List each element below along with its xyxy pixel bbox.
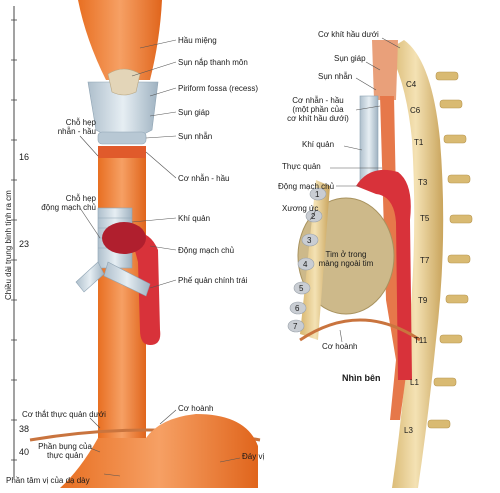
vertebra-label: T9 [418,296,428,305]
left-main-bronchus [103,261,151,297]
label-co-hoanh-front: Cơ hoành [178,404,214,413]
epiglottis [107,68,141,96]
label-co-nhan-hau: Cơ nhẫn - hầu [178,174,230,183]
label-side-dong-mach-chu: Động mạch chủ [278,182,335,191]
rib-cartilages [287,187,327,333]
label-sun-nap-thanh-mon: Sụn nắp thanh môn [178,58,248,67]
label-day-vi: Đáy vị [242,452,265,461]
label-side-co-hoanh: Cơ hoành [322,342,358,351]
vertebra-label: C6 [410,106,421,115]
label-phe-quan-chinh-trai: Phế quản chính trái [178,276,248,285]
label-co-that-thuc-quan-duoi: Cơ thắt thực quản dưới [22,410,106,419]
label-dong-mach-chu: Động mạch chủ [178,246,235,255]
label-side-thuc-quan: Thực quản [282,162,321,171]
cricopharyngeus [98,146,146,158]
ruler-tick-40: 40 [19,447,30,457]
rib-number: 2 [311,212,316,221]
stomach [60,414,258,488]
side-view-title: Nhìn bên [342,373,381,383]
label-sun-nhan: Sụn nhẫn [178,132,213,141]
ruler-tick-38: 38 [19,424,30,434]
label-piriform: Piriform fossa (recess) [178,84,259,93]
ruler-tick-23: 23 [19,239,30,249]
pharynx-side [372,40,398,100]
rib-number: 4 [303,260,308,269]
sternum [300,180,330,340]
right-main-bronchus [75,261,105,293]
label-side-sun-giap: Sụn giáp [334,54,366,63]
leader-lines [79,37,401,477]
rib-number: 5 [299,284,304,293]
cricoid-ring [97,131,147,145]
vertebra-label: T7 [420,256,430,265]
label-sun-giap: Sụn giáp [178,108,210,117]
spine [388,40,444,488]
label-co-khit-hau-duoi: Cơ khít hầu dưới [318,30,379,39]
label-side-khi-quan: Khí quản [302,140,335,149]
ruler-title: Chiều dài trung bình tính ra cm [4,190,13,300]
rib-number: 7 [293,322,298,331]
ruler-tick-16: 16 [19,152,30,162]
vertebra-label: T11 [414,336,428,345]
vertebra-label: T3 [418,178,428,187]
vertebra-label: L3 [404,426,413,435]
rib-number: 6 [295,304,300,313]
vertebra-label: T1 [414,138,424,147]
aortic-arch-front [102,222,146,254]
vertebra-label: L1 [410,378,419,387]
vertebra-label: C4 [406,80,417,89]
vertebra-spines [427,71,473,429]
label-side-xuong-uc: Xương ức [282,204,319,213]
diaphragm-side [299,318,421,342]
esophagus-tube [98,150,146,440]
label-phan-tam-vi: Phần tâm vị của dạ dày [6,476,90,485]
label-hau-mieng: Hầu miệng [178,36,217,45]
rib-number: 1 [315,190,320,199]
label-side-sun-nhan: Sụn nhẫn [318,72,353,81]
rib-number: 3 [307,236,312,245]
vertebra-label: T5 [420,214,430,223]
pharynx [78,0,162,80]
label-khi-quan: Khí quản [178,214,211,223]
ruler-ticks [11,19,17,461]
